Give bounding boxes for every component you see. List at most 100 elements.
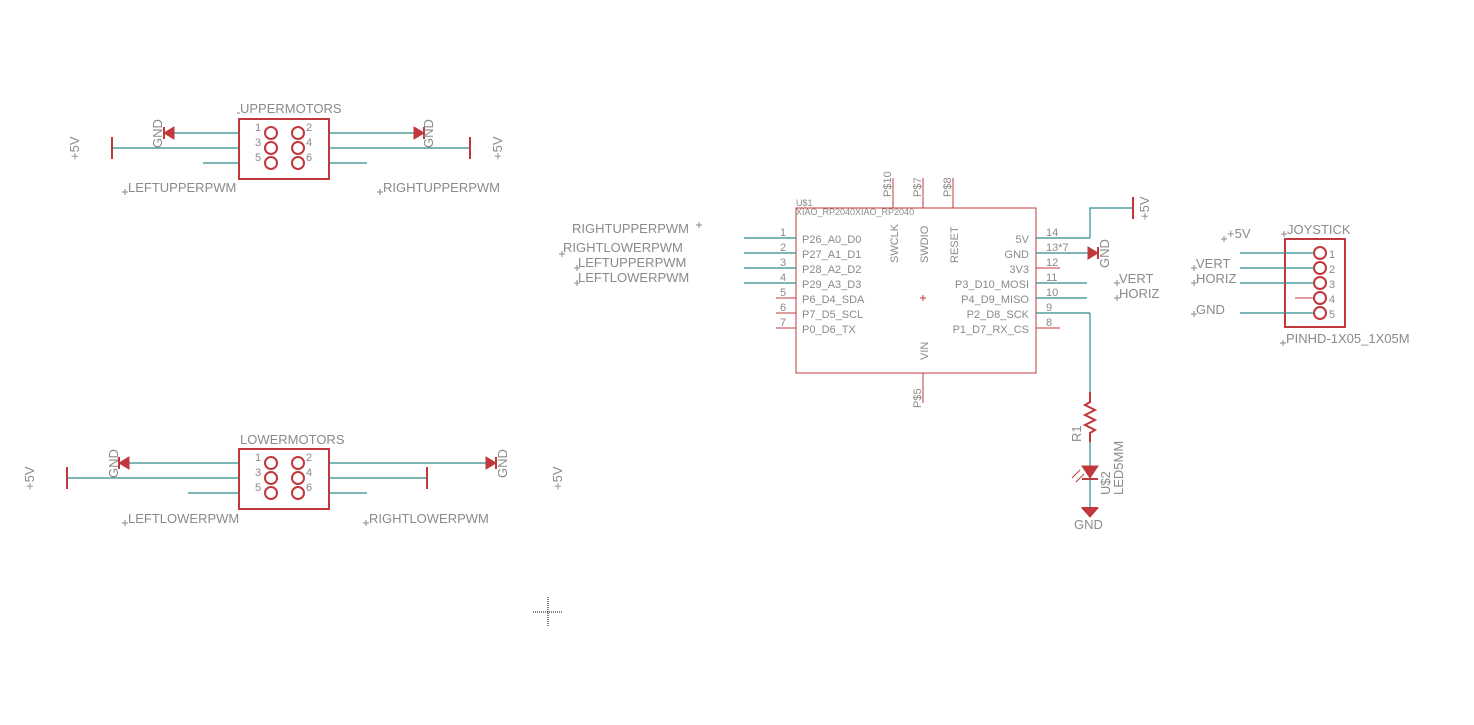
lower-pin-4: 4	[306, 467, 312, 479]
mcu-top-num-3: P$8	[942, 177, 954, 197]
lower-pin-6: 6	[306, 482, 312, 494]
upper-pin-1: 1	[255, 122, 261, 134]
mcu-pin-num-8: 8	[1046, 317, 1052, 329]
mcu-top-pins: P$10 P$7 P$8 SWCLK SWDIO RESET	[882, 171, 961, 263]
mcu-gnd-label: GND	[1097, 239, 1112, 268]
mcu-pin-name-10: P4_D9_MISO	[961, 294, 1029, 306]
lower-pin-5: 5	[255, 482, 261, 494]
joystick-pad-1	[1313, 246, 1327, 260]
mcu-top-num-1: P$10	[882, 171, 894, 197]
mcu-pin-name-8: P1_D7_RX_CS	[953, 324, 1029, 336]
lower-gnd-right-symbol	[485, 456, 497, 470]
mcu-top-num-2: P$7	[912, 177, 924, 197]
mcu-bottom-name: VIN	[919, 342, 931, 360]
mcu-pin-num-2: 2	[780, 242, 786, 254]
joystick-value: PINHD-1X05_1X05M	[1286, 331, 1410, 346]
upper-pad-3	[264, 141, 278, 155]
upper-pad-6	[291, 156, 305, 170]
mcu-pin-num-5: 5	[780, 287, 786, 299]
mcu-pin-name-4: P29_A3_D3	[802, 279, 861, 291]
joystick-pin-2: 2	[1329, 264, 1335, 276]
mcu-pin-num-13: 13*7	[1046, 242, 1069, 254]
lower-net-right-label: RIGHTLOWERPWM	[369, 511, 489, 526]
lower-net-left-label: LEFTLOWERPWM	[128, 511, 239, 526]
lower-pad-3	[264, 471, 278, 485]
mcu-top-name-2: SWDIO	[919, 225, 931, 263]
mcu-pin-name-6: P7_D5_SCL	[802, 309, 863, 321]
mcu-pin-name-1: P26_A0_D0	[802, 234, 861, 246]
mcu-5v-wire[interactable]	[1089, 207, 1133, 238]
joystick-pin-3: 3	[1329, 279, 1335, 291]
mcu-net-label-leftupperpwm: LEFTUPPERPWM	[578, 255, 686, 270]
mcu-pin-name-13: GND	[1005, 249, 1030, 261]
lower-pad-6	[291, 486, 305, 500]
lower-pad-1	[264, 456, 278, 470]
lower-5v-left-label: +5V	[22, 466, 37, 490]
mcu-name: U$1	[796, 198, 813, 208]
upper-gnd-left-symbol	[163, 126, 175, 140]
joystick-pin-4: 4	[1329, 294, 1335, 306]
xiao-rp2040[interactable]: U$1 XIAO_RP2040XIAO_RP2040 1 2 3 4 5 6 7…	[559, 171, 1160, 408]
lower-motors-header[interactable]: LOWERMOTORS 1 2 3 4 5 6 GND GND +5V +5V …	[22, 432, 565, 526]
mcu-pin-name-5: P6_D4_SDA	[802, 294, 865, 306]
lower-5v-right-label: +5V	[550, 466, 565, 490]
mcu-value: XIAO_RP2040XIAO_RP2040	[796, 207, 914, 217]
resistor-r1[interactable]: R1	[1069, 392, 1098, 442]
mcu-pin-name-9: P2_D8_SCK	[967, 309, 1030, 321]
joystick-header[interactable]: JOYSTICK 1 2 3 4 5 +5V VERT HORIZ GND PI…	[1191, 222, 1410, 346]
mcu-top-name-3: RESET	[949, 226, 961, 263]
upper-gnd-right-label: GND	[421, 119, 436, 148]
joystick-5v-label: +5V	[1227, 226, 1251, 241]
lower-pin-1: 1	[255, 452, 261, 464]
lower-gnd-left-symbol	[118, 456, 130, 470]
mcu-pin-num-12: 12	[1046, 257, 1058, 269]
mcu-pin-num-14: 14	[1046, 227, 1058, 239]
led-u2[interactable]: U$2 LED5MM GND	[1071, 441, 1126, 532]
lower-pin-2: 2	[306, 452, 312, 464]
mcu-pin-num-6: 6	[780, 302, 786, 314]
mcu-net-label-rightupperpwm: RIGHTUPPERPWM	[572, 221, 689, 236]
mcu-bottom-num: P$5	[912, 388, 924, 408]
mcu-top-name-1: SWCLK	[889, 223, 901, 263]
upper-pad-1	[264, 126, 278, 140]
mcu-pin-num-1: 1	[780, 227, 786, 239]
upper-pin-4: 4	[306, 137, 312, 149]
lower-pad-4	[291, 471, 305, 485]
mcu-5v-label: +5V	[1137, 196, 1152, 220]
joystick-pin-5: 5	[1329, 309, 1335, 321]
mcu-pin-num-10: 10	[1046, 287, 1058, 299]
upper-pad-5	[264, 156, 278, 170]
lower-pin-3: 3	[255, 467, 261, 479]
mcu-pin-name-14: 5V	[1016, 234, 1030, 246]
upper-header-body	[238, 118, 330, 180]
mcu-pin-num-11: 11	[1046, 272, 1057, 284]
lower-gnd-right-label: GND	[495, 449, 510, 478]
resistor-name: R1	[1069, 425, 1084, 442]
mcu-pin-name-11: P3_D10_MOSI	[955, 279, 1029, 291]
mcu-net-label-leftlowerpwm: LEFTLOWERPWM	[578, 270, 689, 285]
mcu-pin-name-2: P27_A1_D1	[802, 249, 861, 261]
upper-gnd-left-label: GND	[150, 119, 165, 148]
upper-pin-3: 3	[255, 137, 261, 149]
lower-pad-5	[264, 486, 278, 500]
mcu-right-pins: 5V GND 3V3 P3_D10_MOSI P4_D9_MISO P2_D8_…	[953, 227, 1090, 336]
joystick-title: JOYSTICK	[1287, 222, 1351, 237]
joystick-pad-5	[1313, 306, 1327, 320]
joystick-pad-2	[1313, 261, 1327, 275]
upper-net-right-label: RIGHTUPPERPWM	[383, 180, 500, 195]
upper-gnd-right-symbol	[413, 126, 425, 140]
mcu-pin-num-3: 3	[780, 257, 786, 269]
mcu-pin-num-4: 4	[780, 272, 786, 284]
joystick-pin-1: 1	[1329, 249, 1335, 261]
upper-pad-2	[291, 126, 305, 140]
mcu-pin-name-3: P28_A2_D2	[802, 264, 861, 276]
mcu-net-label-horiz: HORIZ	[1119, 286, 1160, 301]
joystick-gnd-label: GND	[1196, 302, 1225, 317]
lower-gnd-left-label: GND	[106, 449, 121, 478]
mcu-left-pins: 1 2 3 4 5 6 7 P26_A0_D0 P27_A1_D1 P28_A2…	[744, 227, 865, 336]
upper-motors-header[interactable]: UPPERMOTORS 1 2 3 4 5 6 GND GND +5V +5V	[67, 101, 505, 195]
lower-header-body	[238, 448, 330, 510]
resistor-symbol	[1082, 392, 1098, 442]
led-gnd-label: GND	[1074, 517, 1103, 532]
